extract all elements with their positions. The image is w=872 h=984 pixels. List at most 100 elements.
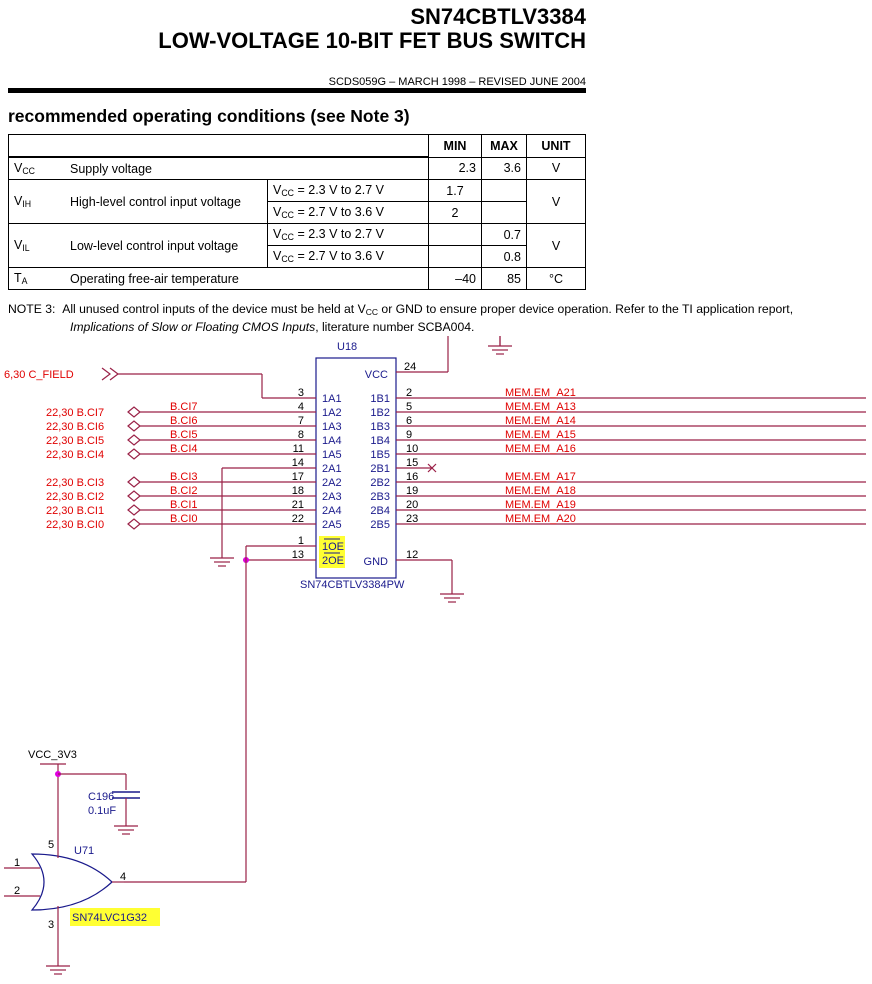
u18-pin-number: 17 xyxy=(292,471,304,483)
port-connector xyxy=(127,476,141,488)
u18-pin-number: 3 xyxy=(298,387,304,399)
u18-pin-name: 2A5 xyxy=(322,519,342,531)
offpage-connector xyxy=(101,367,119,381)
u18-oe2-label: 2OE xyxy=(322,555,344,567)
port-connector xyxy=(127,448,141,460)
symbol-cell: TA xyxy=(8,267,65,290)
max-cell: 0.7 xyxy=(481,223,527,246)
u18-pin-name: 2B2 xyxy=(370,477,390,489)
unit-cell: V xyxy=(526,156,586,180)
symbol-cell: VIL xyxy=(8,223,65,268)
net-label: MEM.EM_A13 xyxy=(505,401,576,413)
net-label: B.CI3 xyxy=(170,471,198,483)
min-cell: 1.7 xyxy=(428,179,482,202)
table-row-vil-1: VIL Low-level control input voltage VCC … xyxy=(8,223,586,268)
u18-pin-name: 1A5 xyxy=(322,449,342,461)
u18-pin-name: 1A4 xyxy=(322,435,342,447)
net-label: MEM.EM_A18 xyxy=(505,485,576,497)
document-id: SCDS059G – MARCH 1998 – REVISED JUNE 200… xyxy=(328,76,586,88)
section-title: recommended operating conditions (see No… xyxy=(8,106,410,126)
u18-oe1-label: 1OE xyxy=(322,541,344,553)
min-cell: –40 xyxy=(428,267,482,290)
u18-pin-name: 1A1 xyxy=(322,393,342,405)
u18-pin-name: 1B1 xyxy=(370,393,390,405)
u18-pin-number: 4 xyxy=(298,401,304,413)
u18-pin-name: 1A2 xyxy=(322,407,342,419)
c196-ref: C196 xyxy=(88,791,114,803)
u18-pin-name: 2B5 xyxy=(370,519,390,531)
u18-pin-number: 20 xyxy=(406,499,418,511)
net-label: MEM.EM_A14 xyxy=(505,415,576,427)
net-label: B.CI4 xyxy=(170,443,198,455)
vcc-3v3-label: VCC_3V3 xyxy=(28,749,77,761)
u18-vcc-pin: 24 xyxy=(404,361,416,373)
net-label: B.CI6 xyxy=(170,415,198,427)
note-reference-title: Implications of Slow or Floating CMOS In… xyxy=(70,320,316,334)
net-label: MEM.EM_A16 xyxy=(505,443,576,455)
port-connector xyxy=(127,504,141,516)
max-cell: 3.6 xyxy=(481,156,527,180)
u18-pin-number: 21 xyxy=(292,499,304,511)
net-label: B.CI7 xyxy=(170,401,198,413)
max-cell: 85 xyxy=(481,267,527,290)
u18-pin-name: 1B3 xyxy=(370,421,390,433)
symbol-cell: VCC xyxy=(8,156,65,180)
net-label: MEM.EM_A17 xyxy=(505,471,576,483)
u18-pin-name: 2A3 xyxy=(322,491,342,503)
net-label: B.CI2 xyxy=(170,485,198,497)
port-connector xyxy=(127,434,141,446)
c196-value: 0.1uF xyxy=(88,805,116,817)
u18-pin-number: 18 xyxy=(292,485,304,497)
u71-part: SN74LVC1G32 xyxy=(72,912,147,924)
parameter-cell: High-level control input voltage xyxy=(65,179,268,224)
u18-pin-number: 1 xyxy=(298,535,304,547)
u18-pin-number: 11 xyxy=(293,443,304,455)
u71-pin-number: 3 xyxy=(48,919,54,931)
u18-pin-name: 2A2 xyxy=(322,477,342,489)
port-label: 22,30 B.CI6 xyxy=(46,421,104,433)
u18-pin-number: 14 xyxy=(292,457,304,469)
condition-cell: VCC = 2.7 V to 3.6 V xyxy=(267,201,429,224)
symbol-cell: VIH xyxy=(8,179,65,224)
unit-cell: V xyxy=(526,223,586,268)
net-label: MEM.EM_A20 xyxy=(505,513,576,525)
table-row-vih-2: VCC = 2.7 V to 3.6 V 2 xyxy=(9,201,586,224)
u18-pin-number: 7 xyxy=(298,415,304,427)
col-unit-header: UNIT xyxy=(526,134,586,158)
min-cell: 2 xyxy=(428,201,482,224)
u18-pin-number: 16 xyxy=(406,471,418,483)
col-max-header: MAX xyxy=(481,134,527,158)
port-label: 22,30 B.CI1 xyxy=(46,505,104,517)
u18-pin-number: 22 xyxy=(292,513,304,525)
net-label: B.CI1 xyxy=(170,499,198,511)
net-label: MEM.EM_A15 xyxy=(505,429,576,441)
net-label: B.CI0 xyxy=(170,513,198,525)
condition-cell: VCC = 2.3 V to 2.7 V xyxy=(267,179,429,202)
u18-pin-name: 2A1 xyxy=(322,463,342,475)
operating-conditions-table: MIN MAX UNIT VCC Supply voltage 2.3 3.6 … xyxy=(8,134,586,290)
part-title: LOW-VOLTAGE 10-BIT FET BUS SWITCH xyxy=(158,28,586,53)
header-rule xyxy=(8,88,586,93)
u71-pin-number: 2 xyxy=(14,885,20,897)
u71-ref: U71 xyxy=(74,845,94,857)
table-row-vcc: VCC Supply voltage 2.3 3.6 V xyxy=(8,156,586,180)
u18-pin-number: 23 xyxy=(406,513,418,525)
no-connect-x xyxy=(427,463,437,473)
net-label: B.CI5 xyxy=(170,429,198,441)
u18-pin-name: 1B2 xyxy=(370,407,390,419)
port-connector xyxy=(127,406,141,418)
u18-part: SN74CBTLV3384PW xyxy=(300,579,405,591)
note-3: NOTE 3: All unused control inputs of the… xyxy=(8,302,794,334)
port-connector xyxy=(127,490,141,502)
port-label: 22,30 B.CI3 xyxy=(46,477,104,489)
u18-pin-number: 10 xyxy=(406,443,418,455)
col-min-header: MIN xyxy=(428,134,482,158)
u71-pin-number: 5 xyxy=(48,839,54,851)
condition-cell: VCC = 2.7 V to 3.6 V xyxy=(267,245,429,268)
u18-pin-name: 2B1 xyxy=(370,463,390,475)
port-label: 22,30 B.CI0 xyxy=(46,519,104,531)
u18-pin-number: 2 xyxy=(406,387,412,399)
max-cell: 0.8 xyxy=(481,245,527,268)
u18-pin-name: 2A4 xyxy=(322,505,342,517)
u18-ref: U18 xyxy=(337,341,357,353)
